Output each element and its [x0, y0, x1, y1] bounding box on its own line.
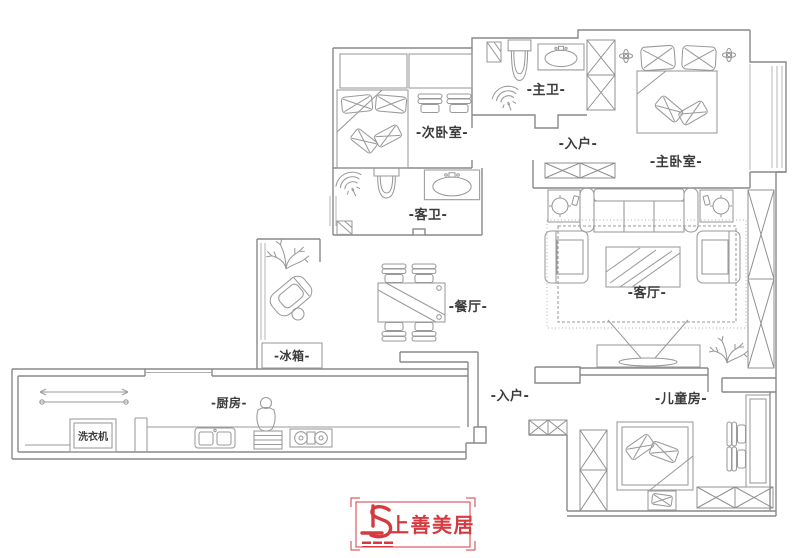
side-table-icon [547, 189, 734, 223]
kids-bed-icon [616, 421, 694, 491]
corner-shelf-icon [486, 41, 502, 63]
washing-machine-box [69, 418, 117, 453]
tv-icon [607, 319, 689, 367]
vent-icon [618, 48, 634, 64]
logo: 上善美居 [350, 497, 476, 551]
logo-subtext-marks [362, 541, 393, 548]
room-label-entry-lower: -入户- [491, 388, 530, 404]
stove-icon [289, 428, 333, 448]
logo-mark-icon [360, 504, 393, 539]
room-label-master-bedroom: -主卧室- [650, 154, 702, 170]
x-cabinet [587, 75, 615, 110]
windows [145, 64, 783, 373]
room-label-dining-room: -餐厅- [449, 299, 488, 315]
toilet-icon [507, 39, 532, 82]
room-label-guest-bathroom: -客卫- [409, 207, 448, 223]
x-cabinet [697, 487, 735, 508]
lounge-chair-icon [269, 275, 313, 317]
x-cabinet [748, 279, 774, 368]
sofa-icon [579, 187, 699, 233]
room-label-master-bathroom: -主卫- [527, 82, 566, 98]
dining-table-icon [377, 282, 446, 323]
armchair-icon [544, 230, 741, 284]
corner-shelf-icon [336, 220, 353, 235]
room-label-washing-machine: 洗衣机 [78, 430, 108, 443]
master-bed-icon [636, 44, 718, 134]
clothesline-icon [39, 388, 129, 405]
room-label-secondary-bedroom: -次卧室- [416, 125, 468, 141]
room-label-refrigerator: -冰箱- [274, 348, 310, 363]
x-cabinet [580, 470, 607, 511]
x-cabinet [580, 163, 615, 178]
toilet-icon [373, 167, 400, 199]
kitchen-shelf-icon [253, 430, 283, 450]
rug-icon [546, 219, 747, 329]
kitchen-counter [25, 417, 460, 452]
vent-icon [721, 47, 737, 63]
chair-icon [417, 93, 472, 114]
fridge-box [261, 342, 323, 369]
logo-frame [355, 501, 471, 548]
person-icon [256, 396, 276, 432]
room-label-kitchen: -厨房- [211, 395, 247, 410]
x-cabinet [548, 420, 567, 435]
sink-icon [423, 169, 481, 201]
desk-icon [745, 394, 771, 488]
stool-icon [291, 307, 305, 321]
shower-icon [332, 167, 370, 203]
x-cabinet [748, 190, 774, 279]
x-cabinet [529, 420, 548, 435]
room-label-kids-room: -儿童房- [655, 391, 707, 407]
pouf-icon [647, 490, 677, 511]
plant-icon [265, 238, 310, 270]
coffee-table-icon [605, 246, 681, 288]
room-labels: -次卧室- -主卫- -入户- -主卧室- -客卫- -餐厅- -客厅- -冰箱… [78, 82, 707, 443]
kitchen-sink-icon [194, 427, 236, 449]
desk-chair-icon [726, 421, 747, 472]
plant-icon [708, 335, 749, 364]
x-cabinet [545, 163, 580, 178]
sink-icon [537, 43, 585, 71]
tv-stand [596, 344, 701, 368]
logo-text: 上善美居 [389, 513, 475, 537]
x-cabinet [580, 430, 607, 470]
room-label-entry-upper: -入户- [559, 136, 598, 152]
room-label-living-room: -客厅- [628, 285, 667, 301]
x-cabinet [735, 487, 773, 508]
x-cabinet [587, 40, 615, 75]
bay-window [771, 66, 783, 168]
shower-icon [488, 81, 525, 116]
dining-chair-icon [381, 263, 437, 342]
secondary-bed-icon [336, 89, 409, 169]
wardrobe-icon [339, 53, 473, 89]
